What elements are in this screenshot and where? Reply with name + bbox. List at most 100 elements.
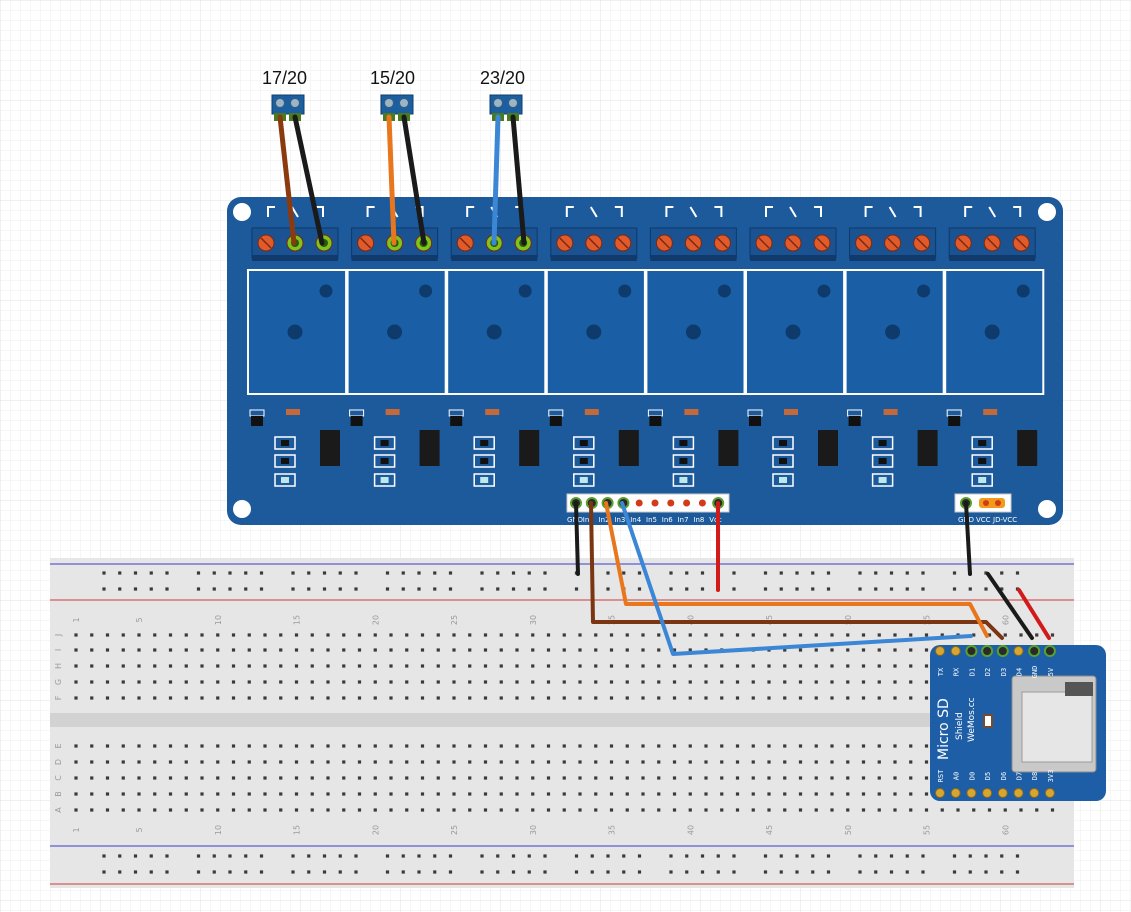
bb-rail-hole — [858, 854, 862, 858]
screw-slot — [617, 237, 629, 249]
bb-hole — [688, 760, 692, 764]
bb-hole — [924, 664, 929, 668]
bb-row-letter: H — [54, 663, 63, 669]
bb-hole — [294, 760, 299, 764]
transistor — [749, 416, 761, 426]
bb-hole — [641, 776, 645, 780]
bb-rail-hole — [622, 854, 626, 858]
relay-marker-small — [917, 284, 931, 298]
smd-part-2 — [480, 458, 489, 464]
bb-hole — [389, 808, 393, 812]
bb-hole — [893, 680, 897, 684]
bb-hole — [279, 633, 283, 637]
mount-hole-bl — [233, 500, 251, 518]
bb-column-number: 15 — [293, 615, 302, 625]
bb-hole — [924, 633, 929, 637]
bb-hole — [578, 808, 582, 812]
sd-top-pin — [950, 646, 961, 656]
bb-hole — [247, 696, 251, 700]
bb-rail-hole — [165, 571, 169, 575]
bb-hole — [562, 696, 566, 700]
bb-rail-hole — [826, 870, 831, 874]
bb-hole — [137, 808, 141, 812]
bb-hole — [153, 792, 157, 796]
bb-rail-hole — [637, 870, 642, 874]
bb-hole — [74, 744, 78, 748]
bb-hole — [389, 792, 393, 796]
bb-hole — [294, 680, 299, 684]
bb-hole — [641, 760, 645, 764]
bb-column-number: 50 — [844, 825, 853, 835]
bb-hole — [641, 792, 645, 796]
bb-rail-hole — [433, 587, 437, 591]
bb-hole — [90, 808, 94, 812]
bb-hole — [909, 696, 913, 700]
bb-hole — [672, 696, 677, 700]
bb-rail-hole — [1000, 587, 1004, 591]
relay-channel-6 — [745, 206, 846, 487]
bb-hole — [263, 680, 267, 684]
led-pad — [274, 473, 296, 487]
bb-hole — [594, 664, 598, 668]
screw-terminal-base — [949, 255, 1036, 261]
bb-hole — [657, 792, 661, 796]
bb-hole — [137, 744, 141, 748]
bb-hole — [452, 633, 456, 637]
bb-hole — [200, 648, 204, 652]
bb-rail-hole — [165, 587, 169, 591]
bb-hole — [877, 648, 881, 652]
bb-hole — [688, 633, 692, 637]
bb-hole — [814, 648, 818, 652]
bb-column-number: 10 — [214, 825, 223, 835]
bb-hole — [546, 664, 551, 668]
bb-hole — [909, 808, 913, 812]
bb-rail-hole — [685, 870, 689, 874]
bb-hole — [641, 744, 645, 748]
contact-symbol-com — [888, 206, 897, 218]
bb-hole — [389, 696, 393, 700]
bb-rail-hole — [259, 870, 264, 874]
bb-column-number: 5 — [135, 827, 144, 832]
bb-hole — [357, 664, 362, 668]
screw-terminal-base — [451, 255, 538, 261]
bb-rail-hole — [637, 571, 642, 575]
relay-marker — [885, 324, 901, 340]
sd-bottom-pin — [950, 788, 961, 798]
bb-rail-hole — [811, 854, 815, 858]
bb-rail-hole — [1015, 870, 1020, 874]
bb-hole — [531, 696, 535, 700]
bb-hole — [452, 776, 456, 780]
bb-hole — [688, 664, 692, 668]
bb-rail-hole — [732, 571, 736, 575]
bb-hole — [814, 633, 818, 637]
bb-hole — [357, 648, 362, 652]
bb-hole — [846, 696, 850, 700]
bb-hole — [877, 744, 881, 748]
bb-hole — [704, 696, 708, 700]
bb-hole — [216, 808, 220, 812]
screw-slot — [716, 237, 728, 249]
contact-symbol-no — [814, 206, 822, 217]
bb-rail-hole — [574, 870, 579, 874]
bb-hole — [137, 664, 141, 668]
bb-hole — [74, 648, 78, 652]
bb-hole — [105, 776, 110, 780]
bb-column-number: 25 — [450, 615, 459, 625]
screw-terminal-base — [252, 255, 338, 261]
bb-hole — [279, 792, 283, 796]
bb-hole — [168, 792, 173, 796]
bb-hole — [200, 744, 204, 748]
bb-hole — [436, 633, 440, 637]
bb-hole — [861, 633, 866, 637]
bb-hole — [153, 776, 157, 780]
bb-rail-hole — [874, 870, 878, 874]
bb-hole — [468, 808, 472, 812]
bb-hole — [310, 664, 314, 668]
bb-rail-hole — [905, 587, 909, 591]
bb-hole — [294, 696, 299, 700]
relay-channel-7 — [844, 206, 945, 487]
bb-hole — [972, 633, 976, 637]
bb-hole — [216, 696, 220, 700]
bb-hole — [783, 744, 787, 748]
